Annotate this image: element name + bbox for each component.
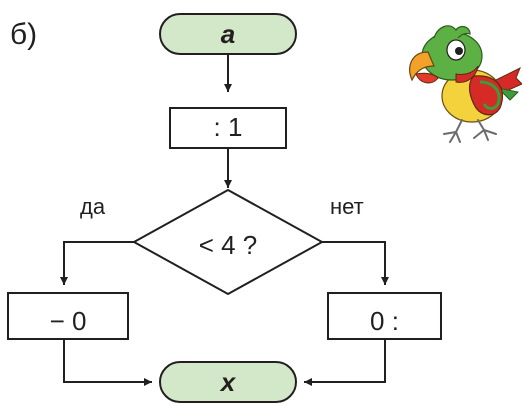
no-branch-label: 0 : — [370, 306, 399, 336]
part-label: б) — [10, 18, 38, 51]
condition-diamond — [131, 188, 325, 296]
arrow-no-to-end — [304, 339, 386, 386]
arrow-no-branch — [322, 241, 389, 285]
end-terminal — [159, 361, 297, 403]
start-label: a — [220, 19, 236, 49]
yes-branch-box — [7, 292, 129, 340]
step1-label: : 1 — [213, 112, 243, 142]
yes-branch-label: − 0 — [49, 306, 87, 336]
no-label: нет — [330, 194, 364, 219]
step1-box — [169, 107, 287, 149]
condition-label: < 4 ? — [198, 230, 258, 260]
arrow-yes-to-end — [63, 339, 152, 386]
arrow-yes-branch — [60, 241, 134, 285]
yes-label: да — [80, 194, 106, 219]
parrot-illustration — [409, 25, 522, 143]
no-branch-box — [327, 292, 442, 340]
end-label: x — [220, 367, 236, 397]
